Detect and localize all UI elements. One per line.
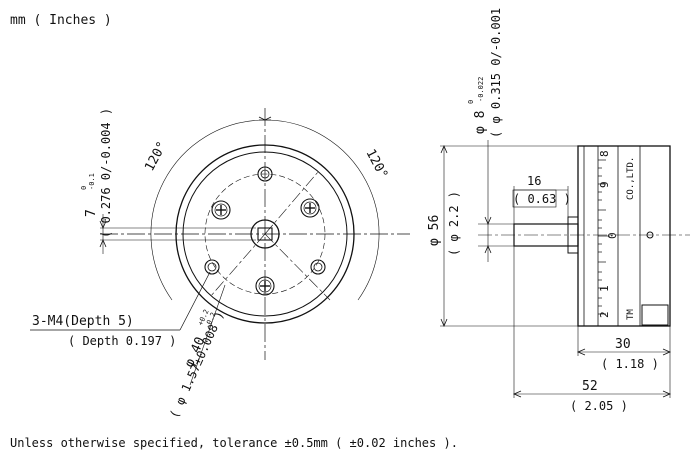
keyway-nominal: 7 (84, 209, 99, 217)
shaft-dia-inches: ( φ 0.315 0/-0.001 ) (489, 0, 503, 138)
keyway-arrow-upper (99, 220, 107, 230)
angle-label-right: 120° (362, 147, 390, 182)
shaft-len-inch-box (512, 189, 557, 208)
shaft-dia-arrow-lower (484, 244, 492, 254)
front-view (30, 108, 410, 386)
shaft-len-value: 16 (527, 174, 541, 188)
screw-head-bottom (255, 276, 275, 296)
tapped-hole-top (257, 166, 273, 182)
dial-number-2: 2 (598, 311, 611, 318)
screw-head-right (300, 198, 320, 218)
keyway-arrow-lower (99, 238, 107, 248)
front-outer-circle (175, 144, 355, 324)
body-dia-arrow-lower (440, 318, 448, 328)
tapped-hole-inches: ( Depth 0.197 ) (68, 334, 176, 348)
units-label: mm ( Inches ) (10, 13, 112, 28)
overall-len-value: 52 (582, 379, 598, 394)
body-dia-nominal: φ 56 (427, 215, 442, 246)
pitch-circle (204, 173, 326, 295)
maker-label: CO.,LTD. (626, 157, 636, 200)
screw-head-left (211, 200, 231, 220)
keyway-tol-lower: -0.1 (88, 173, 96, 190)
shaft-dia-tol-lower: -0.022 (477, 77, 485, 102)
pitch-circle-inches: ( φ 1.57±0.008 ) (167, 309, 227, 420)
angle-arc-left (150, 119, 266, 301)
keyway-inches: ( 0.276 0/-0.004 ) (99, 108, 113, 238)
tapped-hole-spec: 3-M4(Depth 5) (32, 314, 134, 329)
shaft-dia-dimension-text: φ 8 0 -0.022 ( φ 0.315 0/-0.001 ) (467, 0, 503, 138)
keyway-tol-upper: 0 (80, 186, 88, 190)
keyway-dimension-text: 7 0 -0.1 ( 0.276 0/-0.004 ) (80, 108, 113, 238)
dial-scale-numbers: 8 9 0 1 2 (598, 150, 619, 318)
shaft-dia-tol-upper: 0 (467, 100, 475, 104)
angle-label-left: 120° (142, 139, 170, 174)
dial-number-9: 9 (598, 181, 611, 188)
overall-len-arrow-left (512, 390, 522, 398)
dial-number-1: 1 (598, 285, 611, 292)
front-inner-circle (182, 151, 348, 317)
dial-number-0: 0 (606, 232, 619, 239)
side-body (577, 145, 671, 327)
body-len-arrow-right (662, 348, 672, 356)
dial-number-8: 8 (598, 150, 611, 157)
angle-arrow-left (258, 116, 266, 121)
pitch-circle-dimension-text: φ 40 +0.2 -0.2 ( φ 1.57±0.008 ) (167, 308, 227, 420)
body-dia-arrow-upper (440, 144, 448, 154)
shaft-len-inches: ( 0.63 ) (513, 192, 571, 206)
tapped-hole-right (310, 259, 326, 275)
shaft-dia-nominal: φ 8 (473, 111, 488, 134)
front-shaft-keyway (257, 227, 273, 241)
overall-len-inches: ( 2.05 ) (570, 399, 628, 413)
body-len-inches: ( 1.18 ) (601, 357, 659, 371)
body-len-arrow-left (576, 348, 586, 356)
angle-arrow-right (264, 116, 272, 121)
side-view (440, 140, 690, 398)
body-dia-inches: ( φ 2.2 ) (447, 191, 461, 256)
body-len-value: 30 (615, 337, 631, 352)
side-bottom-tab (641, 304, 669, 326)
pitch-circle-leader (189, 284, 226, 386)
angle-arc-right (264, 119, 380, 301)
radial-line-upper-right (264, 171, 319, 235)
tolerance-note: Unless otherwise specified, tolerance ±0… (10, 436, 458, 450)
side-set-screw (646, 231, 654, 239)
trademark-label: TM (626, 309, 636, 320)
front-shaft-circle (250, 219, 280, 249)
radial-line-lower-left (209, 233, 266, 298)
tapped-hole-left (204, 259, 220, 275)
overall-len-arrow-right (662, 390, 672, 398)
dial-scale-ticks (598, 159, 610, 315)
shaft-dia-arrow-upper (484, 216, 492, 226)
tapped-hole-leader-diag (179, 271, 211, 331)
radial-line-lower-right (264, 233, 331, 301)
